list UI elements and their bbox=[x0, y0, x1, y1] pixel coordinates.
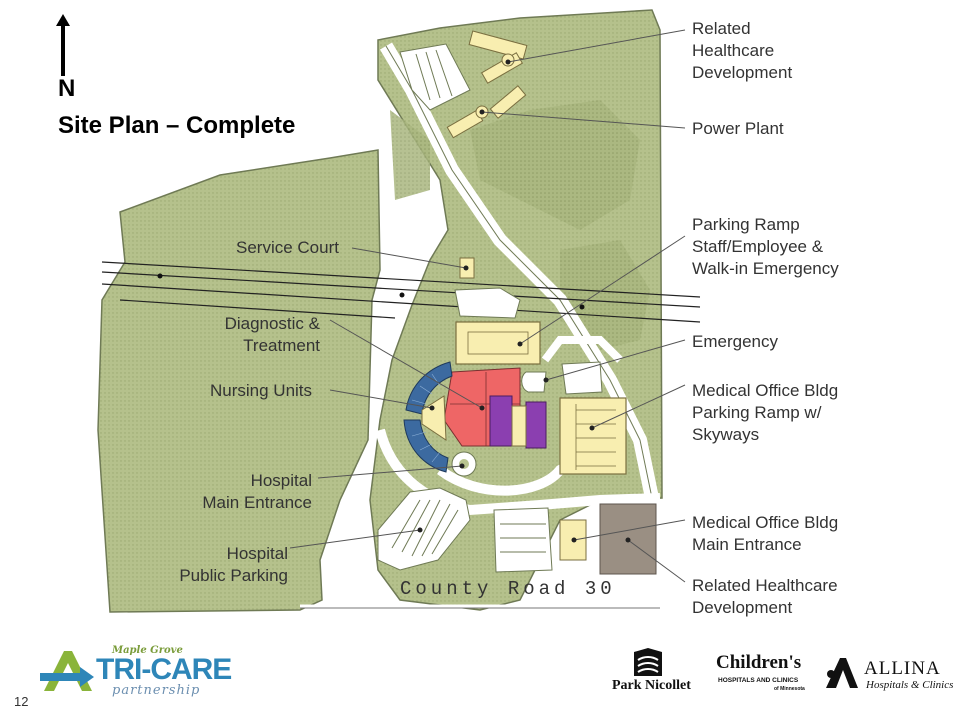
label-diagnostic-treatment: Diagnostic & Treatment bbox=[224, 314, 320, 355]
related-healthcare-buildings-north bbox=[446, 30, 528, 139]
label-related-healthcare-south: Related Healthcare Development bbox=[692, 576, 838, 617]
label-nursing-units: Nursing Units bbox=[210, 381, 313, 400]
tricare-logo: Maple Grove TRI-CARE partnership bbox=[40, 645, 240, 698]
label-service-court: Service Court bbox=[236, 238, 339, 257]
label-mob-parking-ramp: Medical Office Bldg Parking Ramp w/ Skyw… bbox=[692, 381, 839, 444]
south-parking bbox=[493, 507, 553, 573]
park-nicollet-logo: Park Nicollet bbox=[612, 648, 704, 696]
label-power-plant: Power Plant bbox=[692, 119, 784, 138]
label-emergency: Emergency bbox=[692, 332, 778, 351]
nursing-units-north bbox=[405, 361, 453, 415]
page-number: 12 bbox=[14, 694, 29, 709]
emergency-building bbox=[561, 361, 603, 395]
tricare-arrow-icon bbox=[40, 651, 94, 691]
label-parking-ramp-staff: Parking Ramp Staff/Employee & Walk-in Em… bbox=[692, 215, 839, 278]
tricare-logo-top: Maple Grove bbox=[112, 645, 183, 656]
wooded-area-east bbox=[560, 240, 650, 350]
wooded-area-north bbox=[470, 100, 640, 230]
mob-parking-ramp bbox=[559, 397, 627, 475]
childrens-logo-sub: HOSPITALS AND CLINICS bbox=[718, 677, 799, 684]
label-hospital-public-parking: Hospital Public Parking bbox=[179, 544, 288, 585]
parking-ramp-staff bbox=[455, 321, 541, 365]
label-hospital-main-entrance: Hospital Main Entrance bbox=[202, 471, 312, 512]
childrens-logo: Children's HOSPITALS AND CLINICS of Minn… bbox=[716, 650, 808, 706]
label-related-healthcare-north: Related Healthcare Development bbox=[692, 19, 793, 82]
road-label-county-road-30: County Road 30 bbox=[400, 578, 616, 600]
page-title: Site Plan – Complete bbox=[58, 112, 296, 139]
park-nicollet-logo-text: Park Nicollet bbox=[612, 678, 691, 693]
allina-mark-icon bbox=[826, 658, 858, 688]
label-mob-main-entrance: Medical Office Bldg Main Entrance bbox=[692, 513, 839, 554]
nursing-units-south bbox=[403, 419, 449, 473]
hospital-public-parking bbox=[377, 487, 471, 571]
purple-wing-east bbox=[525, 401, 547, 449]
north-letter: N bbox=[58, 75, 76, 102]
childrens-logo-text: Children's bbox=[716, 652, 802, 673]
north-arrow-icon bbox=[56, 14, 70, 76]
core-ring-road bbox=[437, 435, 623, 496]
allina-logo-text: ALLINA bbox=[864, 658, 941, 679]
service-court bbox=[454, 287, 521, 319]
tricare-logo-bottom: partnership bbox=[112, 683, 201, 698]
site-plan-map bbox=[97, 9, 701, 613]
purple-wing-west bbox=[489, 395, 513, 447]
allina-logo-sub: Hospitals & Clinics bbox=[866, 679, 954, 691]
allina-logo: ALLINA Hospitals & Clinics bbox=[822, 654, 954, 694]
tricare-logo-main: TRI-CARE bbox=[96, 653, 232, 686]
wooded-area-west bbox=[390, 110, 430, 200]
childrens-logo-sub2: of Minnesota bbox=[774, 686, 805, 692]
leader-lines bbox=[289, 29, 686, 583]
park-nicollet-mark-icon bbox=[634, 648, 662, 676]
